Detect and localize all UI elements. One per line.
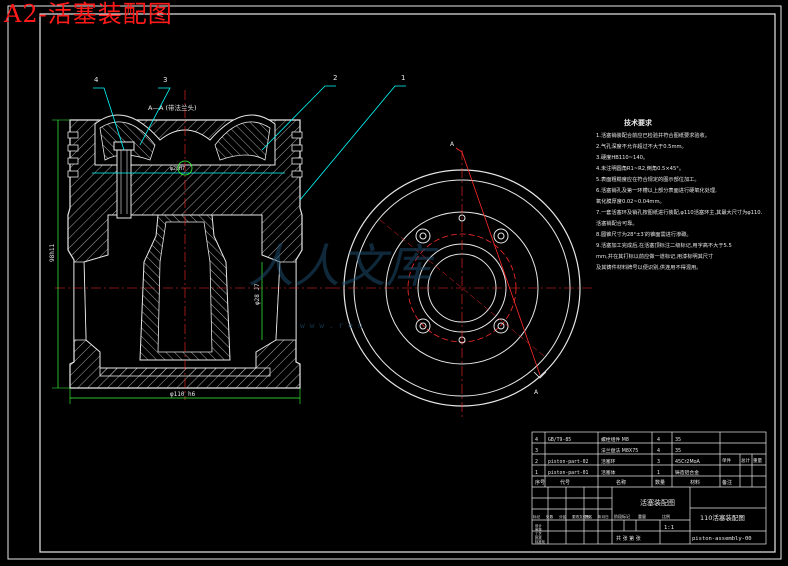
bom-cell: 3 xyxy=(535,448,538,454)
bom-cell: GB/T9-85 xyxy=(548,437,571,443)
tech-line: mm,并在其打标以前应做一道标记,用漆标明其尺寸 xyxy=(596,252,713,260)
title-block-label: 年月日 xyxy=(598,514,609,519)
piston-section-view: φ28H7 98h11 φ28 J7 φ110 h6 xyxy=(49,90,330,404)
tech-line: 6.活塞销孔及第一环槽以上部分表面进行硬氧化处理, xyxy=(596,186,717,194)
tech-line: 1.活塞销装配合前应已检验并符合图纸要求验收。 xyxy=(596,131,710,139)
bom-cell: 4 xyxy=(535,437,538,443)
outer-frame xyxy=(7,5,782,560)
title-block-label: 标记 xyxy=(533,514,541,519)
bom-cell: 铸造铝合金 xyxy=(675,469,699,476)
bom-cell: 2 xyxy=(535,459,538,465)
tech-line: 5.表面粗糙度应在符合规定的图示部位加工。 xyxy=(596,175,700,183)
tech-line: 及其铸件材料牌号以便识别,供连用不得混用。 xyxy=(596,263,701,271)
bom-cell: 活塞环 xyxy=(601,458,616,465)
title-block-stage: 重量 xyxy=(638,513,646,519)
tech-line: 7.一套活塞环及销孔按图纸进行装配,φ110活塞环主,其最大尺寸为φ110. xyxy=(596,208,763,216)
title-block-label: 签名 xyxy=(585,514,593,519)
bom-cell: 4 xyxy=(657,448,660,454)
pin-dim: φ28 J7 xyxy=(254,283,261,305)
title-block-label: 处数 xyxy=(546,514,554,519)
leader-3: 3 xyxy=(163,76,167,84)
bom-cell: 4 xyxy=(657,437,660,443)
leader-lines xyxy=(93,85,406,201)
tech-title: 技术要求 xyxy=(624,118,653,127)
bom-header-cell: 材料 xyxy=(690,479,700,486)
bore-dim: φ110 h6 xyxy=(170,391,196,398)
bom-cell: 活塞体 xyxy=(601,469,616,476)
section-mark-bottom: A xyxy=(534,389,539,396)
tech-line: 9.活塞加工完成后,在活塞顶标注二级标记,用字高不大于5.5 xyxy=(596,241,732,249)
bom-header-cell: 名称 xyxy=(616,479,626,486)
bom-cell: piston-part-01 xyxy=(548,470,589,476)
piston-top-view xyxy=(330,147,595,420)
watermark-logo: 人人文库 xyxy=(248,239,439,293)
leader-4: 4 xyxy=(94,76,99,84)
leader-1: 1 xyxy=(401,74,405,82)
title-block-stage: 阶段标记 xyxy=(614,513,630,519)
title-block-role: 批准 xyxy=(535,535,542,540)
height-dim: 98h11 xyxy=(49,244,56,262)
tech-requirements: 技术要求 1.活塞销装配合前应已检验并符合图纸要求验收。 2.气孔深度不允许超过不… xyxy=(596,118,763,271)
bom-cell: piston-part-02 xyxy=(548,459,589,465)
bom-cell: 45Cr2MoA xyxy=(675,459,701,465)
bom-cell: 1 xyxy=(657,470,660,476)
title-block-role: 工艺 xyxy=(535,531,542,536)
drawing-code: piston-assembly-00 xyxy=(692,536,752,542)
tech-line: 活塞销配合可靠。 xyxy=(596,219,638,227)
bom-side-label: 单件 xyxy=(722,457,731,464)
sheet-count: 共 张 第 张 xyxy=(616,535,641,542)
bom-cell: 3 xyxy=(657,459,660,465)
bom-header-cell: 备注 xyxy=(722,479,732,486)
section-mark-top: A xyxy=(450,141,455,148)
bom-header-cell: 代号 xyxy=(560,479,570,486)
tech-line: 3.硬度HB110~140。 xyxy=(596,153,648,161)
part-name: 活塞装配图 xyxy=(640,498,675,507)
tech-line: 4.未注明圆角R1~R2,倒角0.5×45°。 xyxy=(596,164,684,172)
bom-side-label: 重量 xyxy=(753,457,762,464)
bom-cell: 1 xyxy=(535,470,538,476)
bom-side-label: 总计 xyxy=(741,457,750,464)
leader-2: 2 xyxy=(333,74,337,82)
inner-frame xyxy=(39,13,776,553)
bom-cell: 法兰盘法 M8X75 xyxy=(601,447,638,454)
overlay-title: A2-活塞装配图 xyxy=(4,0,173,28)
bom-cell: 35 xyxy=(675,448,681,454)
drawing-name: 110活塞装配图 xyxy=(700,513,745,522)
tech-line: 氧化膜厚度0.02~0.04mm。 xyxy=(596,197,665,205)
title-block-stage: 比例 xyxy=(662,513,670,519)
title-block-role: 标准化 xyxy=(535,539,546,544)
title-block-role: 审核 xyxy=(535,527,542,532)
pin-hole-dim: φ28H7 xyxy=(170,166,185,172)
bom-header-cell: 数量 xyxy=(655,479,665,486)
bom-title-block xyxy=(531,431,767,545)
tech-line: 8.圆锥尺寸为28°±3′的锥面需进行渗碳。 xyxy=(596,230,692,238)
tech-line: 2.气孔深度不允许超过不大于0.5mm。 xyxy=(596,142,687,150)
title-block-label: 更改文件号 xyxy=(572,514,590,519)
bom-header-cell: 序号 xyxy=(535,479,545,486)
bom-cell: 35 xyxy=(675,437,681,443)
section-label: A—A (带法兰头) xyxy=(148,103,197,112)
title-block-label: 分区 xyxy=(559,514,567,519)
title-block-role: 设计 xyxy=(535,523,542,528)
watermark-url: w w w . r e n xyxy=(300,321,363,330)
scale: 1:1 xyxy=(664,525,674,531)
bom-cell: 螺栓组件 M8 xyxy=(601,436,629,443)
